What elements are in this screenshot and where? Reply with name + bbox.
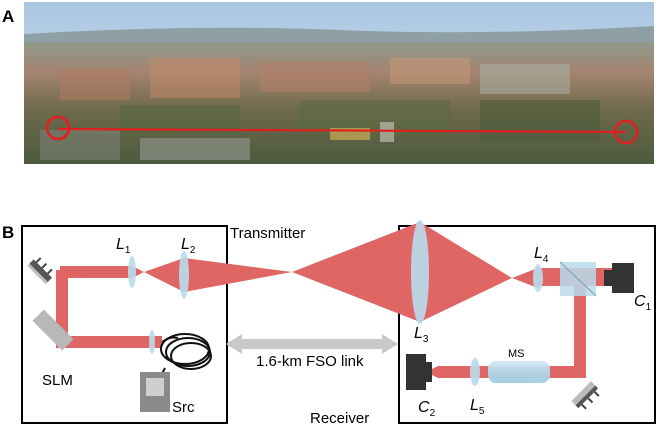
lens-l4 (533, 264, 543, 292)
panel-a-letter: A (2, 7, 14, 26)
camera-c1-label: C1 (634, 293, 652, 313)
mirror-rx (571, 381, 600, 410)
aerial-rx-marker (613, 119, 639, 145)
receiver-box (398, 225, 656, 424)
lens-l4-label: L4 (534, 245, 549, 265)
aerial-horizon (24, 26, 654, 44)
aerial-link-line (57, 127, 627, 134)
transmitter-label: Transmitter (230, 225, 305, 242)
link-arrow (226, 334, 398, 354)
lens-fiber (149, 330, 155, 354)
camera-c1 (604, 263, 634, 293)
lens-l1 (128, 256, 136, 288)
link-label: 1.6-km FSO link (256, 353, 364, 370)
panel-b-letter: B (2, 223, 14, 242)
aerial-photo (24, 2, 654, 164)
transmitter-beam (56, 222, 420, 348)
camera-c2-label: C2 (418, 399, 436, 419)
slm-label: SLM (42, 372, 73, 389)
lens-l3-label: L3 (414, 325, 429, 345)
beam-splitter (559, 261, 597, 297)
mirror-tx (27, 257, 53, 285)
ms-label: MS (508, 348, 525, 360)
lens-l3 (411, 220, 429, 324)
camera-c2 (406, 354, 432, 390)
lens-l2-label: L2 (181, 236, 196, 256)
source-device (140, 372, 170, 412)
lens-l2 (179, 251, 189, 299)
aerial-tx-marker (45, 115, 71, 141)
aerial-texture (40, 58, 600, 160)
src-label: Src (172, 399, 195, 416)
transmitter-box (21, 225, 228, 424)
lens-l5 (470, 358, 480, 386)
lens-l5-label: L5 (470, 397, 485, 417)
fiber-coil (159, 333, 212, 379)
slm-device (32, 309, 74, 351)
receiver-label: Receiver (310, 410, 369, 427)
ms-device (488, 361, 550, 383)
lens-l1-label: L1 (116, 236, 131, 256)
